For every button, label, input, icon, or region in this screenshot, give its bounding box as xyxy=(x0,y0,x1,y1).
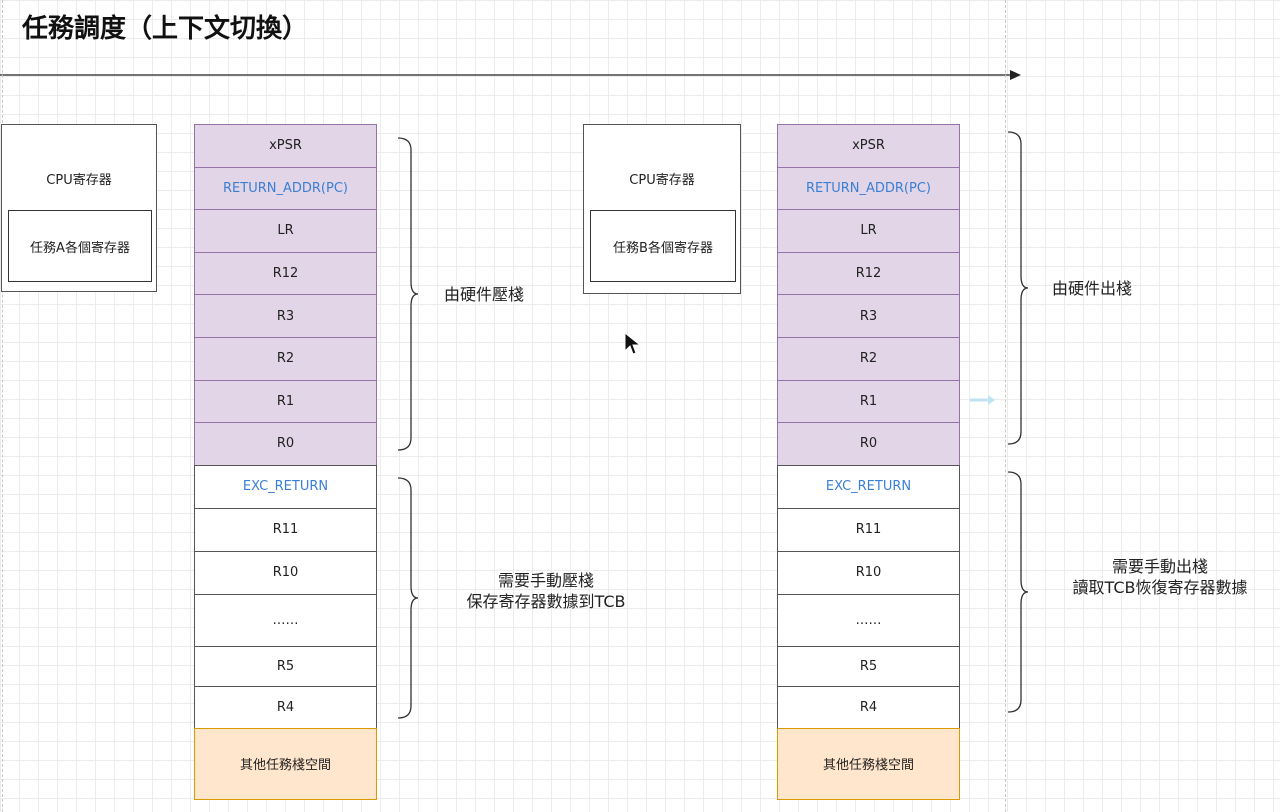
stack-cell-hardware: R2 xyxy=(777,337,960,381)
stack-cell-manual: R10 xyxy=(777,550,960,595)
manual-push-note-line1: 需要手動壓棧 xyxy=(497,571,594,590)
task-a-registers: 任務A各個寄存器 xyxy=(8,210,152,282)
stack-cell-hardware: R3 xyxy=(777,294,960,338)
stack-cell-hardware: xPSR xyxy=(194,124,377,168)
stack-cell-hardware: R0 xyxy=(194,422,377,466)
stack-cell-manual: R11 xyxy=(194,507,377,552)
stack-cell-hardware: RETURN_ADDR(PC) xyxy=(777,166,960,211)
stack-cell-manual: R4 xyxy=(777,685,960,729)
stack-cell-hardware: R3 xyxy=(194,294,377,338)
stack-cell-manual: …… xyxy=(194,593,377,647)
diagram-title: 任務調度（上下文切換） xyxy=(22,14,309,44)
stack-cell-manual: …… xyxy=(777,593,960,647)
task-b-registers: 任務B各個寄存器 xyxy=(590,210,736,282)
stack-cell-hardware: R1 xyxy=(777,379,960,424)
stack-cell-manual: R11 xyxy=(777,507,960,552)
stack-cell-hardware: xPSR xyxy=(777,124,960,168)
stack-cell-hardware: R2 xyxy=(194,337,377,381)
stack-cell-manual: EXC_RETURN xyxy=(194,464,377,509)
stack-cell-manual: R10 xyxy=(194,550,377,595)
manual-push-brace xyxy=(397,477,419,719)
manual-pop-note: 需要手動出棧 讀取TCB恢復寄存器數據 xyxy=(1050,556,1270,598)
cpu-register-label: CPU寄存器 xyxy=(629,173,695,188)
hardware-pop-note: 由硬件出棧 xyxy=(1052,279,1133,298)
faint-arrow-icon xyxy=(970,395,995,405)
stack-cell-hardware: LR xyxy=(194,209,377,253)
manual-push-note: 需要手動壓棧 保存寄存器數據到TCB xyxy=(448,570,644,612)
stack-cell-hardware: R1 xyxy=(194,379,377,424)
stack-cell-manual: R5 xyxy=(777,645,960,687)
hardware-push-note: 由硬件壓棧 xyxy=(444,285,525,304)
stack-cell-hardware: RETURN_ADDR(PC) xyxy=(194,166,377,211)
page-separator-right xyxy=(1005,0,1006,812)
stack-cell-manual: R5 xyxy=(194,645,377,687)
stack-cell-hardware: LR xyxy=(777,209,960,253)
manual-push-note-line2: 保存寄存器數據到TCB xyxy=(466,592,626,611)
stack-cell-other-task-space: 其他任務棧空間 xyxy=(194,727,377,800)
hardware-pop-brace xyxy=(1007,131,1029,445)
cpu-register-label: CPU寄存器 xyxy=(46,173,112,188)
hardware-push-brace xyxy=(397,137,419,451)
stack-cell-hardware: R12 xyxy=(194,251,377,296)
cpu-register-box-a: CPU寄存器 任務A各個寄存器 xyxy=(1,124,157,292)
manual-pop-brace xyxy=(1007,471,1029,713)
stack-cell-manual: EXC_RETURN xyxy=(777,464,960,509)
stack-cell-hardware: R0 xyxy=(777,422,960,466)
cpu-register-box-b: CPU寄存器 任務B各個寄存器 xyxy=(583,124,741,294)
timeline-arrow xyxy=(0,70,1021,80)
mouse-cursor-icon xyxy=(624,331,642,355)
page-separator-left xyxy=(2,0,3,812)
stack-cell-manual: R4 xyxy=(194,685,377,729)
manual-pop-note-line2: 讀取TCB恢復寄存器數據 xyxy=(1072,578,1248,597)
manual-pop-note-line1: 需要手動出棧 xyxy=(1111,557,1208,576)
stack-cell-other-task-space: 其他任務棧空間 xyxy=(777,727,960,800)
stack-cell-hardware: R12 xyxy=(777,251,960,296)
